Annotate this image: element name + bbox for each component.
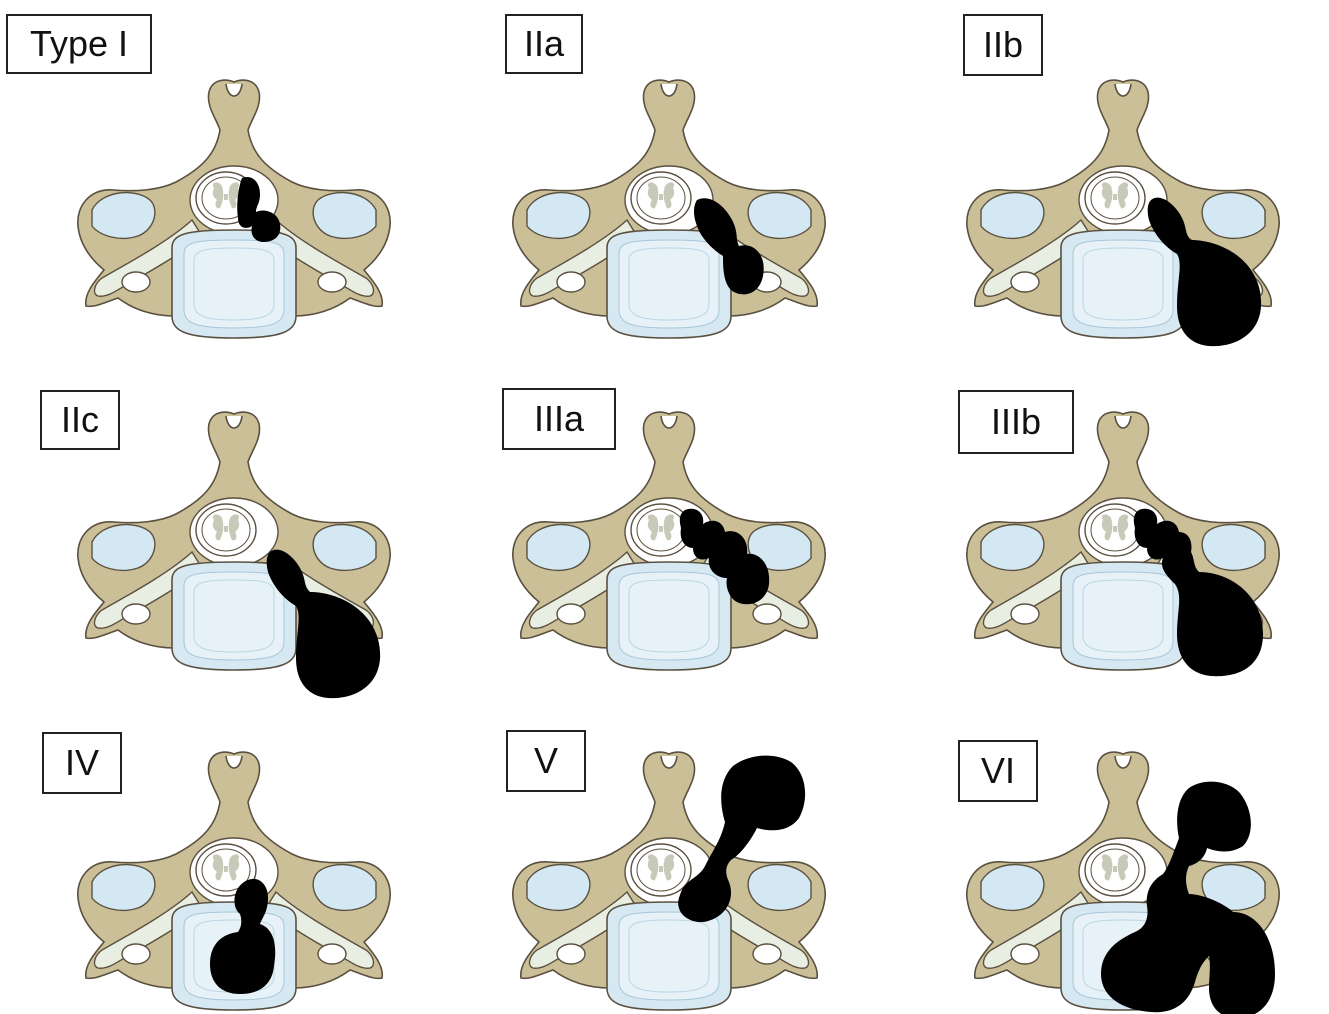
vertebra-diagram-type-iic [74, 402, 404, 682]
panel-label-type-iia: IIa [505, 14, 583, 74]
panel-label-type-iic: IIc [40, 390, 120, 450]
panel-label-type-iiia: IIIa [502, 388, 616, 450]
vertebra-diagram-type-iv [74, 742, 404, 1014]
vertebra-diagram-type-i [74, 70, 404, 350]
panel-label-type-iiib: IIIb [958, 390, 1074, 454]
vertebra-diagram-type-iib [963, 70, 1293, 350]
vertebra-diagram-type-iia [509, 70, 839, 350]
panel-label-type-vi: VI [958, 740, 1038, 802]
panel-label-type-iib: IIb [963, 14, 1043, 76]
panel-label-type-iv: IV [42, 732, 122, 794]
panel-label-type-v: V [506, 730, 586, 792]
panel-label-type-i: Type I [6, 14, 152, 74]
